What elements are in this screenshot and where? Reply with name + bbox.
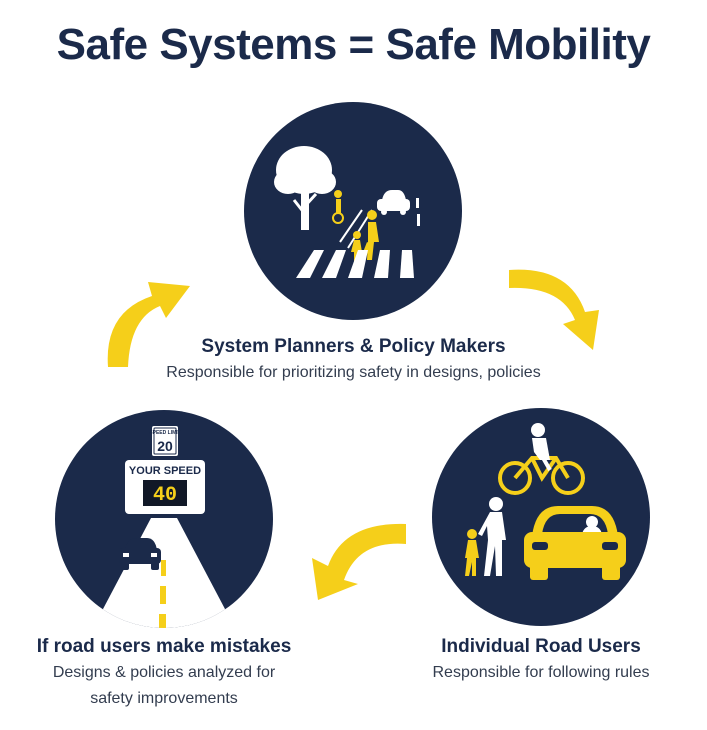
cyclist-icon [498,423,585,495]
stage-title-road-users: Individual Road Users [441,636,641,657]
car-icon [119,538,161,570]
speed-limit-value: 20 [157,438,173,454]
cycle-arrow-left-icon [312,523,406,600]
road-users-icon [432,408,650,626]
speed-limit-label: SPEED LIMIT [149,430,180,436]
your-speed-value: 40 [153,484,177,507]
your-speed-label: YOUR SPEED [129,465,201,477]
tree-icon [274,146,336,230]
crosswalk-scene-icon [244,102,462,320]
stage-desc-mistakes: Designs & policies analyzed for safety i… [20,660,308,712]
child-pedestrian-icon [465,529,479,576]
speed-sign-road-icon: SPEED LIMIT 20 YOUR SPEED 40 [55,410,273,628]
stage-title-mistakes: If road users make mistakes [36,636,292,657]
stage-desc-road-users: Responsible for following rules [432,664,650,681]
stage-desc-mistakes-line-1: Designs & policies analyzed for [52,664,276,681]
crosswalk-icon [296,250,414,278]
stage-desc-planners: Responsible for prioritizing safety in d… [166,364,541,381]
cyclist-icon [332,190,344,224]
cycle-arrow-up-icon [107,282,190,367]
car-icon [377,190,410,215]
speed-limit-sign: SPEED LIMIT 20 [149,426,181,456]
stage-desc-mistakes-line-2: safety improvements [90,690,238,707]
car-icon [524,506,626,580]
adult-pedestrian-icon [478,497,506,576]
your-speed-sign: YOUR SPEED 40 [125,460,205,514]
cycle-arrow-down-icon [509,269,599,350]
stage-title-planners: System Planners & Policy Makers [201,336,506,357]
page-title: Safe Systems = Safe Mobility [56,20,651,69]
